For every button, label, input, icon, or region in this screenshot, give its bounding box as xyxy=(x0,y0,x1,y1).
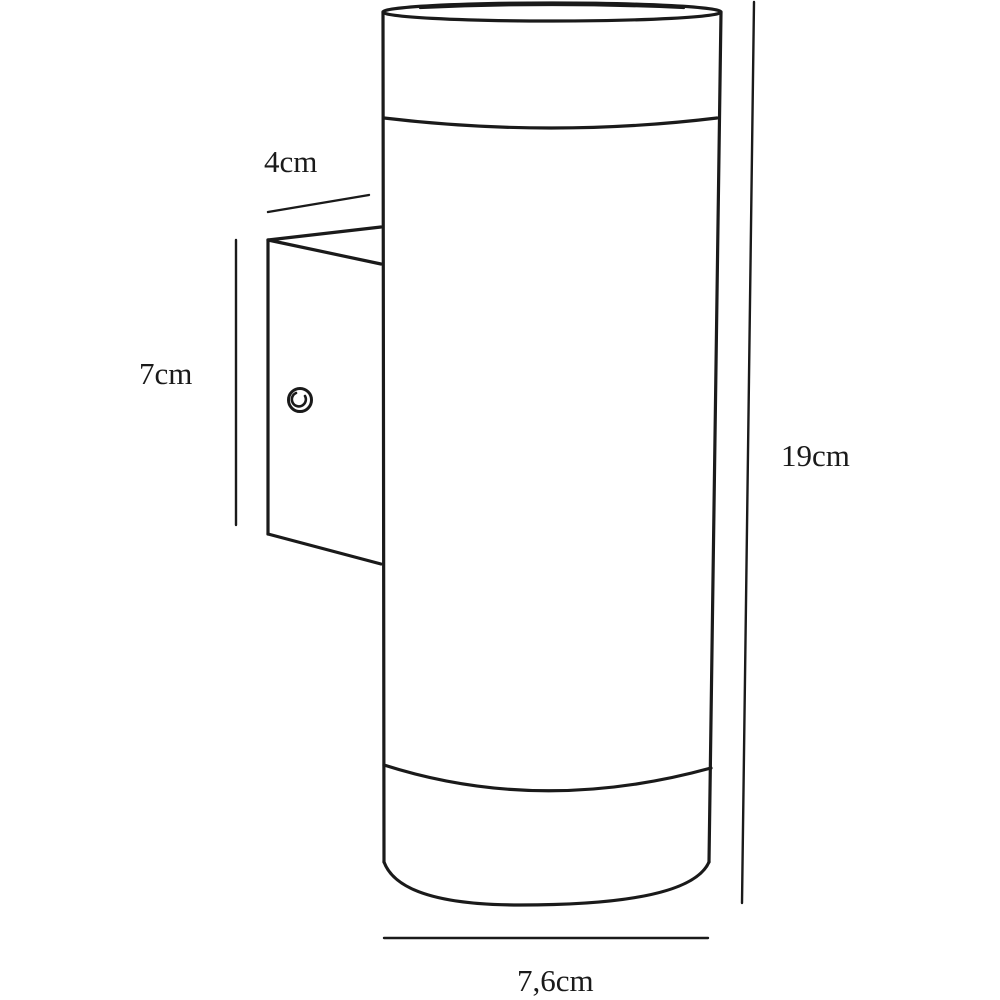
depth-label: 4cm xyxy=(264,144,318,179)
depth-dimension-line xyxy=(266,193,371,214)
lower-band-line xyxy=(382,763,713,793)
bracket-height-label: 7cm xyxy=(139,356,193,391)
upper-band-line xyxy=(382,116,719,130)
cylinder-left-wall xyxy=(381,10,386,864)
cylinder-right-wall xyxy=(707,10,723,864)
diameter-label: 7,6cm xyxy=(517,963,594,998)
mounting-screw-icon xyxy=(287,387,313,413)
total-height-label: 19cm xyxy=(781,438,850,473)
total-height-dimension-line xyxy=(740,0,756,905)
wall-bracket xyxy=(266,225,383,566)
bottom-rim xyxy=(382,860,711,907)
cylinder-body xyxy=(381,1,723,907)
dimension-lines xyxy=(234,0,756,940)
